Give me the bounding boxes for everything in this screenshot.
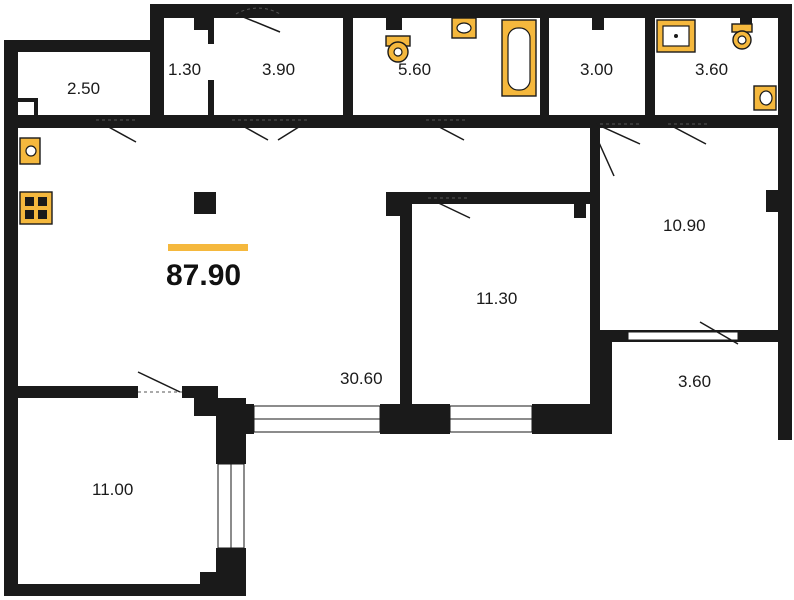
room-area-bedroom-right: 10.90	[663, 216, 706, 235]
doors	[95, 7, 739, 393]
room-area-hall-upper: 3.90	[262, 60, 295, 79]
wc-toilet-icon	[731, 23, 753, 50]
walls	[4, 4, 792, 596]
stove-icon	[19, 191, 53, 225]
kitchen-sink-icon	[19, 137, 41, 165]
room-area-living-kitchen: 30.60	[340, 369, 383, 388]
bathtub-icon	[501, 19, 537, 97]
windows	[217, 331, 739, 549]
room-area-wc: 3.60	[695, 60, 728, 79]
room-area-corridor-upper: 3.00	[580, 60, 613, 79]
total-area-underline	[168, 244, 248, 251]
toilet-icon	[385, 35, 411, 63]
room-area-bathroom: 5.60	[398, 60, 431, 79]
room-area-bedroom-center: 11.30	[476, 289, 517, 308]
room-area-bedroom-left: 11.00	[92, 480, 133, 499]
bathroom-sink-icon	[451, 17, 477, 39]
room-area-storage: 2.50	[67, 79, 100, 98]
shower-icon	[656, 19, 696, 53]
wc-sink-icon	[753, 85, 777, 111]
total-area-label: 87.90	[166, 259, 241, 292]
fixtures	[19, 17, 777, 225]
room-area-closet: 1.30	[168, 60, 201, 79]
room-area-balcony: 3.60	[678, 372, 711, 391]
